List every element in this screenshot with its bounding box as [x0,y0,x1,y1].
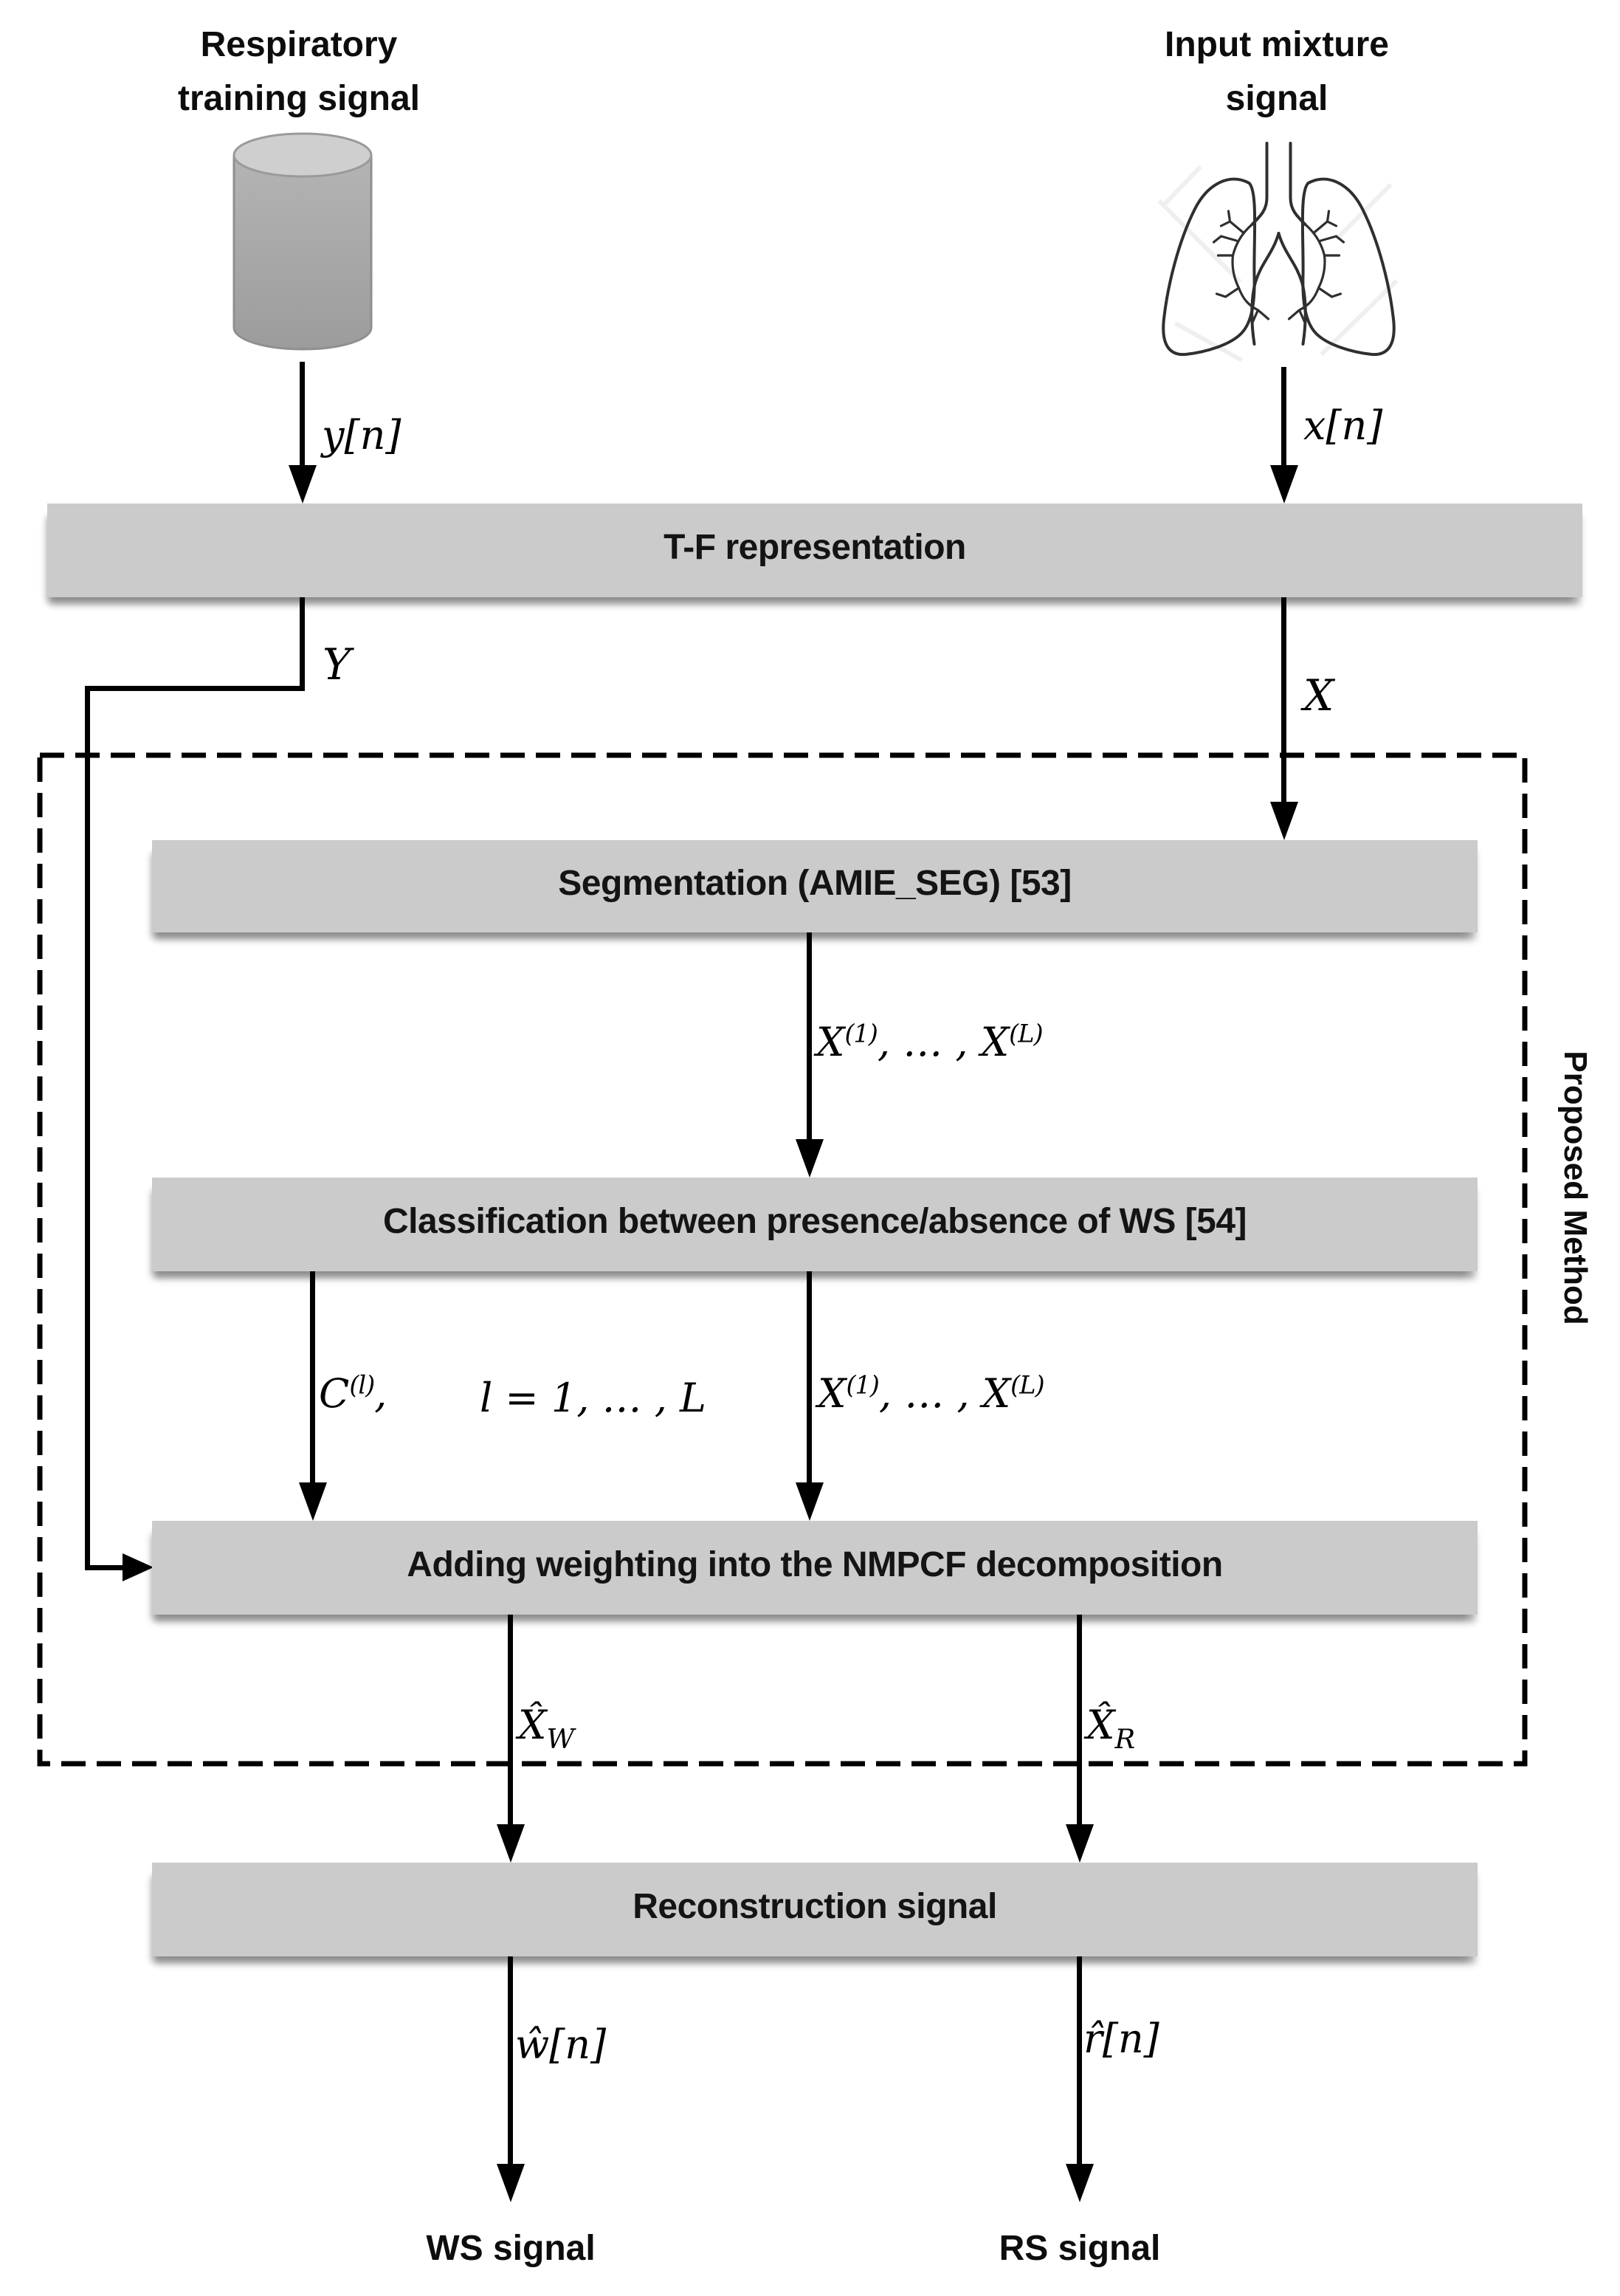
arrow-segments-line [807,932,812,1142]
respiratory-training-title: Respiratory training signal [114,18,483,126]
r-time-label: r̂[n] [1083,2015,1159,2062]
class-output-c-label: C(l), [319,1370,387,1417]
y-time-label: y[n] [322,412,401,458]
segmentation-bar: Segmentation (AMIE_SEG) [53] [152,840,1478,932]
input-mixture-title: Input mixture signal [1092,18,1461,126]
arrow-class-left-head [299,1482,327,1521]
arrow-x-tf-head [1270,802,1298,840]
arrow-xr-head [1066,1824,1094,1863]
nmpcf-label: Adding weighting into the NMPCF decompos… [407,1545,1223,1584]
ws-signal-label: WS signal [426,2229,596,2268]
arrow-x-time-line [1281,367,1286,468]
y-path-segment-2 [85,686,305,691]
classification-bar: Classification between presence/absence … [152,1178,1478,1271]
xw-label: X̂W [518,1702,575,1755]
y-path-arrow-head [123,1553,154,1581]
arrow-xw-line [508,1615,513,1827]
y-path-segment-4 [85,1565,125,1570]
tf-representation-bar: T-F representation [47,503,1582,597]
arrow-class-right-head [796,1482,824,1521]
x-time-label: x[n] [1303,402,1383,449]
rs-signal-label: RS signal [999,2229,1161,2268]
segmentation-label: Segmentation (AMIE_SEG) [53] [558,864,1072,903]
y-tf-label: Y [323,639,351,690]
arrow-w-time-head [497,2164,525,2202]
arrow-r-time-line [1077,1956,1082,2167]
arrow-class-left-line [310,1271,315,1485]
y-path-segment-1 [300,597,305,691]
reconstruction-label: Reconstruction signal [633,1887,997,1926]
arrow-w-time-line [508,1956,513,2167]
database-cylinder-icon [232,132,373,351]
respiratory-title-line1: Respiratory [200,25,398,64]
class-output-segments-label: X(1), … , X(L) [818,1370,1045,1417]
arrow-xr-line [1077,1615,1082,1827]
nmpcf-bar: Adding weighting into the NMPCF decompos… [152,1521,1478,1615]
reconstruction-bar: Reconstruction signal [152,1863,1478,1956]
tf-representation-label: T-F representation [663,528,966,567]
input-mixture-title-line1: Input mixture [1164,25,1389,64]
respiratory-title-line2: training signal [177,79,421,118]
lungs-icon [1157,142,1399,362]
classification-label: Classification between presence/absence … [382,1202,1247,1241]
input-mixture-title-line2: signal [1225,79,1328,118]
arrow-y-time-head [289,465,317,503]
segments-output-label: X(1), … , X(L) [816,1019,1044,1065]
w-time-label: ŵ[n] [515,2021,607,2068]
arrow-segments-head [796,1139,824,1178]
proposed-method-label: Proposed Method [1557,1051,1593,1325]
arrow-x-tf-line [1281,597,1286,805]
arrow-class-right-line [807,1271,812,1485]
class-output-range-label: l = 1, … , L [480,1375,706,1421]
y-path-segment-3 [85,686,90,1570]
x-tf-label: X [1303,670,1334,721]
arrow-x-time-head [1270,465,1298,503]
arrow-xw-head [497,1824,525,1863]
arrow-y-time-line [300,362,305,468]
xr-label: X̂R [1086,1702,1136,1755]
arrow-r-time-head [1066,2164,1094,2202]
